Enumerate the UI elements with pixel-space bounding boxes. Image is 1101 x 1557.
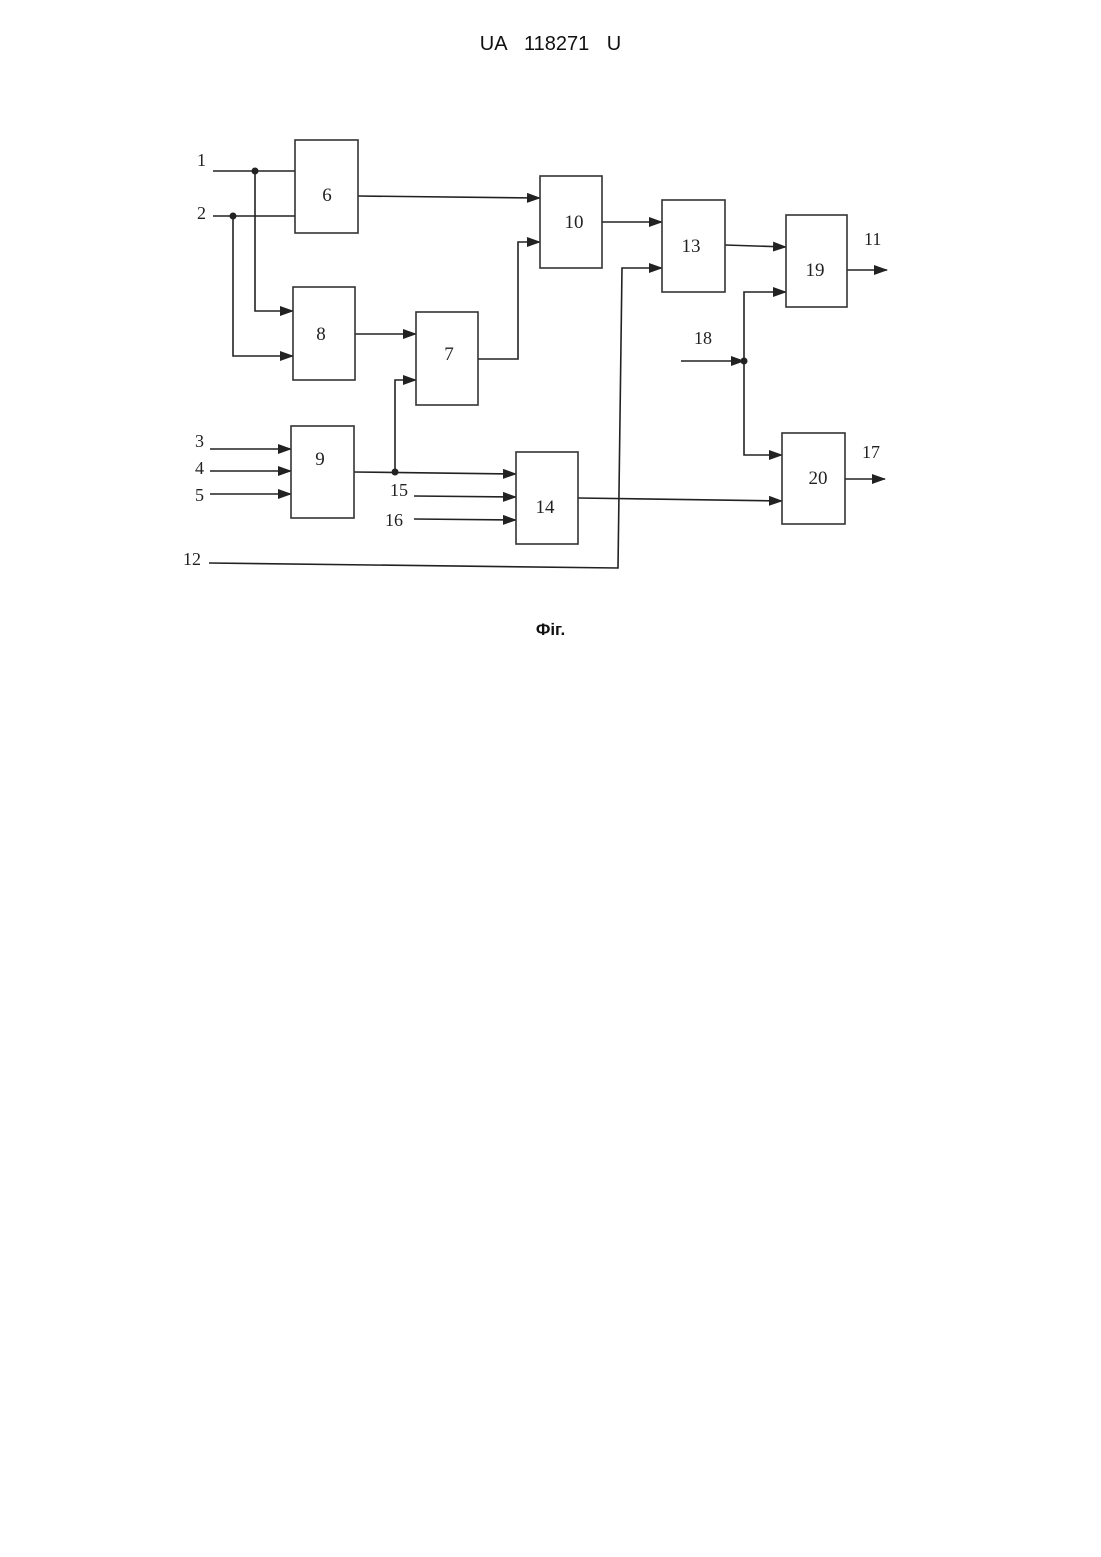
- wire-18-to-19: [744, 292, 786, 361]
- junction-dot: [252, 168, 259, 175]
- wire-7-to-10: [478, 242, 540, 359]
- block-label: 19: [806, 260, 825, 281]
- figure-caption: Фіг.: [0, 620, 1101, 640]
- block-13: 13: [662, 200, 725, 292]
- block-label: 10: [565, 212, 584, 233]
- block-label: 13: [682, 236, 701, 257]
- input-label-2: 2: [197, 203, 206, 223]
- input-label-5: 5: [195, 485, 204, 505]
- output-label-11: 11: [864, 229, 881, 249]
- input-label-18: 18: [694, 328, 712, 348]
- block-label: 20: [809, 468, 828, 489]
- block-label: 6: [322, 185, 332, 206]
- junction-dot: [230, 213, 237, 220]
- block-19: 19: [786, 215, 847, 307]
- input-label-4: 4: [195, 458, 204, 478]
- wire-16-to-14: [414, 519, 516, 520]
- input-label-16: 16: [385, 510, 403, 530]
- junction-dot: [392, 469, 399, 476]
- wire-14-to-20: [578, 498, 782, 501]
- block-label: 9: [315, 449, 325, 470]
- wire-2-to-8: [233, 216, 293, 356]
- wire-9-to-7: [395, 380, 416, 472]
- block-10: 10: [540, 176, 602, 268]
- wire-15-to-14: [414, 496, 516, 497]
- input-label-15: 15: [390, 480, 408, 500]
- block-9: 9: [291, 426, 354, 518]
- block-label: 8: [316, 324, 326, 345]
- junction-dot: [741, 358, 748, 365]
- wire-9-to-14: [354, 472, 516, 474]
- block-6: 6: [295, 140, 358, 233]
- wire-18-to-20: [744, 361, 782, 455]
- block-14: 14: [516, 452, 578, 544]
- input-label-12: 12: [183, 549, 201, 569]
- wire-1-to-8: [255, 171, 293, 311]
- block-20: 20: [782, 433, 845, 524]
- block-7: 7: [416, 312, 478, 405]
- wire-13-to-19: [725, 245, 786, 247]
- input-label-3: 3: [195, 431, 204, 451]
- block-label: 7: [444, 344, 454, 365]
- output-label-17: 17: [862, 442, 880, 462]
- block-label: 14: [536, 497, 556, 518]
- wire-6-to-10: [358, 196, 540, 198]
- block-8: 8: [293, 287, 355, 380]
- input-label-1: 1: [197, 150, 206, 170]
